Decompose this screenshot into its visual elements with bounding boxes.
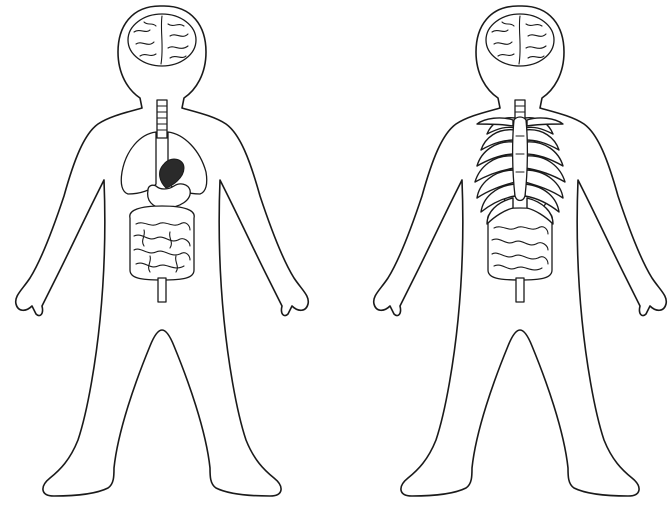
- brain-icon: [486, 14, 554, 66]
- intestines-icon: [130, 206, 194, 280]
- body-figure-ribcage-svg: [335, 0, 669, 507]
- body-figure-organs-svg: [0, 0, 334, 507]
- rectum-icon: [158, 278, 166, 302]
- body-figure-organs: [0, 0, 334, 507]
- brain-icon: [128, 14, 196, 66]
- intestines-icon: [488, 208, 552, 280]
- body-figure-ribcage: [335, 0, 669, 507]
- trachea-icon: [157, 100, 167, 138]
- rectum-icon: [516, 278, 524, 302]
